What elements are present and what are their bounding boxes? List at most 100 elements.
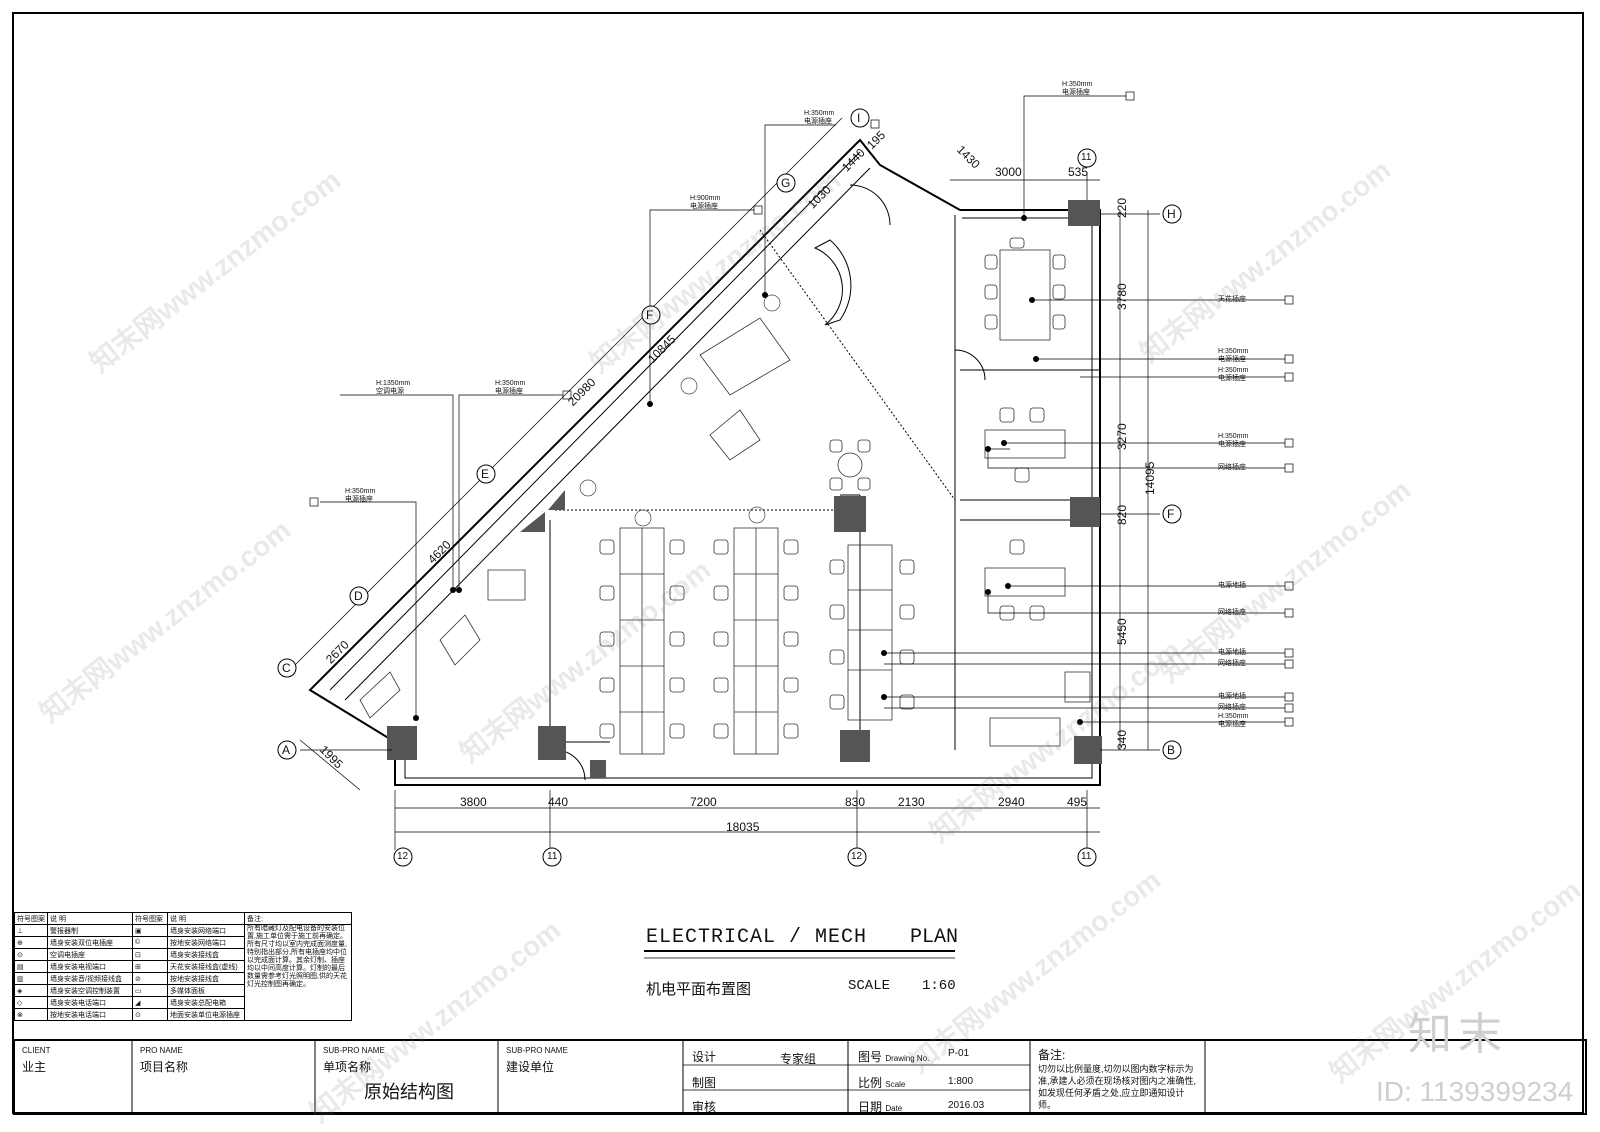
annotation: 天花插座 [1218, 296, 1246, 303]
grid-label: I [857, 111, 861, 125]
grid-bubbles [277, 108, 1182, 867]
dimension-text: 3780 [1115, 283, 1129, 310]
sub1-big: 原始结构图 [364, 1082, 454, 1102]
column [387, 726, 417, 760]
annotation: 网络插座 [1218, 660, 1246, 667]
dimension-text: 3270 [1115, 423, 1129, 450]
dimension-text: 440 [548, 795, 569, 809]
leader [649, 209, 754, 404]
client-value: 业主 [22, 1060, 47, 1074]
leader [987, 449, 1285, 469]
column [840, 730, 870, 762]
annotation: 电源地插 [1218, 649, 1246, 656]
grid-label: G [781, 176, 791, 190]
brand-logo: 知末 [1408, 1010, 1508, 1059]
annotation: 网络插座 [1218, 464, 1246, 471]
drawing-title-en: ELECTRICAL / MECH [646, 926, 868, 949]
drawing-title-cn: 机电平面布置图 [646, 981, 752, 998]
pro-label: PRO NAME [140, 1046, 183, 1055]
column [538, 726, 566, 760]
pro-value: 项目名称 [140, 1060, 189, 1074]
grid-label: 11 [1081, 152, 1092, 163]
grid-label: C [282, 661, 291, 675]
brand-id: ID: 1139399234 [1376, 1076, 1574, 1107]
date-value: 2016.03 [948, 1100, 985, 1111]
annotation: 电源地插 [1218, 582, 1246, 589]
column [548, 490, 565, 510]
leader [320, 501, 417, 718]
scale-tb-label: 比例 Scale [858, 1076, 906, 1090]
design-label: 设计 [692, 1050, 717, 1064]
annotation: 电源地插 [1218, 693, 1246, 700]
drawing-no-label: 图号 Drawing No. [858, 1050, 930, 1064]
scale-value: 1:60 [922, 978, 956, 994]
dimension-text: 830 [845, 795, 866, 809]
design-value: 专家组 [780, 1052, 817, 1066]
scale-tb-value: 1:800 [948, 1076, 974, 1087]
door-arc [954, 349, 986, 381]
column [834, 496, 866, 532]
date-label: 日期 Date [858, 1100, 903, 1114]
drawing-title-plan: PLAN [910, 926, 959, 949]
sub2-label: SUB-PRO NAME [506, 1046, 568, 1055]
grid-label: H [1167, 207, 1176, 221]
drawing-no-value: P-01 [948, 1048, 970, 1059]
dimension-text: 535 [1068, 165, 1089, 179]
workstations [359, 249, 1091, 755]
column [520, 512, 545, 532]
dimension-text: 5450 [1115, 618, 1129, 645]
annotation: 网络插座 [1218, 704, 1246, 711]
leader [987, 592, 1285, 614]
sub1-value: 单项名称 [323, 1060, 372, 1074]
grid-label: 11 [547, 851, 558, 862]
plants [579, 294, 781, 527]
dim-line [289, 117, 843, 671]
grid-label: B [1167, 743, 1176, 757]
column [590, 760, 606, 778]
dimension-text: 495 [1067, 795, 1088, 809]
grid-label: D [354, 589, 363, 603]
grid-label: 11 [1081, 851, 1092, 862]
grid-label: 12 [397, 851, 409, 862]
annotation: 网络插座 [1218, 609, 1246, 616]
dim-line [299, 739, 361, 791]
dimension-text: 18035 [726, 820, 760, 834]
remark-label: 备注: [1038, 1048, 1066, 1062]
diagonal-wall-inner [344, 167, 871, 701]
legend-table: 符号图案 说 明 符号图案 说 明 备注: ⊥警报器制▣墙身安装网络端口所有暗藏… [14, 912, 352, 1040]
check-label: 审核 [692, 1100, 717, 1114]
scale-label: SCALE [848, 978, 891, 994]
dimension-text: 3800 [460, 795, 487, 809]
client-label: CLIENT [22, 1046, 51, 1055]
door-arc [849, 184, 891, 226]
dimension-text: 820 [1115, 504, 1129, 525]
leader [1023, 95, 1126, 218]
dimension-text: 2940 [998, 795, 1025, 809]
reception-desk [813, 239, 852, 326]
diagonal-wall [329, 151, 861, 691]
remark-text: 切勿以比例量度,切勿以图内数字标示为准,承建人必须在现场核对图内之准确性,如发现… [1038, 1064, 1197, 1110]
sub1-label: SUB-PRO NAME [323, 1046, 385, 1055]
leader [764, 124, 836, 295]
outer-wall [308, 138, 1101, 786]
grid-label: F [646, 308, 654, 322]
dimension-text: 340 [1115, 729, 1129, 750]
leader [458, 394, 563, 590]
column [1068, 200, 1100, 226]
column [1070, 497, 1100, 527]
grid-label: E [481, 467, 490, 481]
dimension-text: 7200 [690, 795, 717, 809]
column [1074, 736, 1102, 764]
leader [340, 394, 454, 590]
